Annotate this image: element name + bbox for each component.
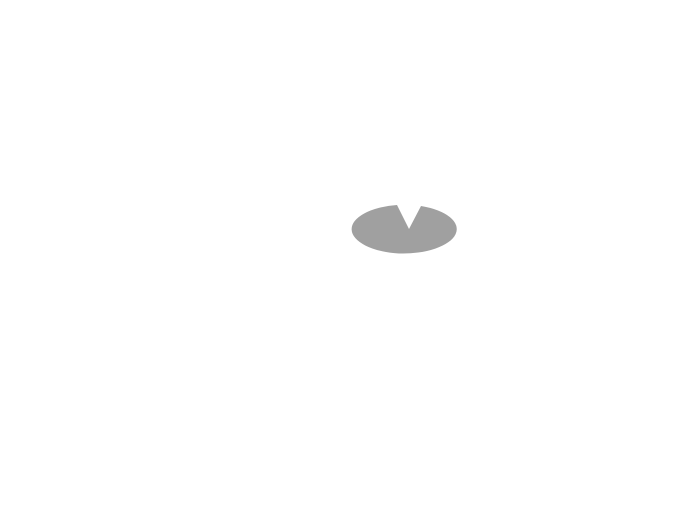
notched-ellipse-shape	[351, 205, 457, 254]
